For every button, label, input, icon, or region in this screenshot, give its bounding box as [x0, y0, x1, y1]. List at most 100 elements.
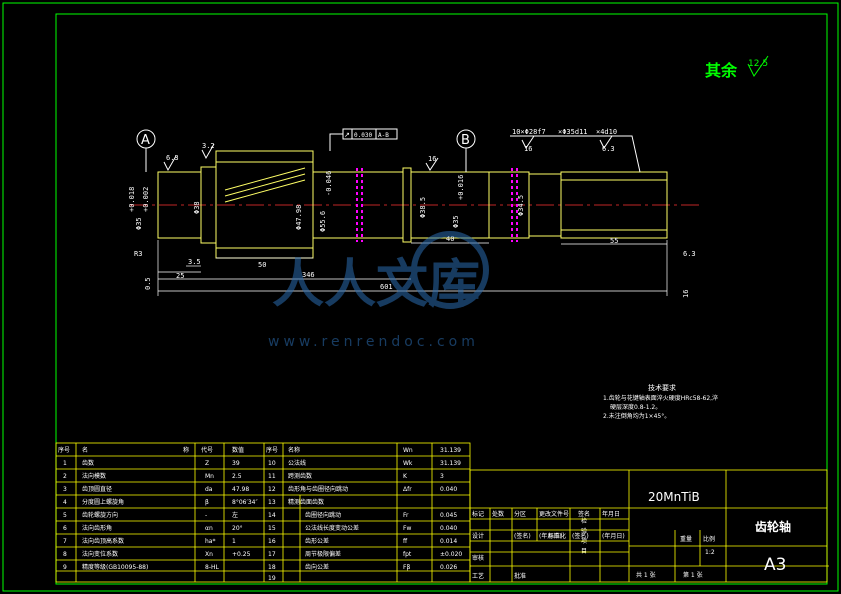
param-left-cell: 左 [232, 511, 238, 519]
param-left-cell: Mn [205, 473, 214, 480]
dim-lines [157, 240, 668, 296]
param-right-cell: fpt [403, 551, 412, 558]
param-table [55, 442, 471, 583]
datum-a: A [136, 129, 156, 172]
param-right-cell: ±0.020 [440, 551, 462, 558]
svg-text:6.3: 6.3 [166, 154, 179, 162]
svg-text:+0.016: +0.016 [457, 175, 465, 200]
param-left-cell: 法向齿顶高系数 [82, 537, 124, 545]
svg-text:16: 16 [682, 290, 690, 298]
svg-text:B: B [461, 133, 470, 148]
svg-text:31.139: 31.139 [440, 447, 461, 454]
param-left-cell: 1 [63, 460, 67, 467]
param-right-cell: 齿形角与齿圈径向跳动 [288, 485, 348, 493]
svg-text:A: A [141, 133, 150, 148]
svg-text:www.renrendoc.com: www.renrendoc.com [268, 334, 479, 350]
param-right-cell: Fr [403, 512, 409, 519]
tech-notes: 技术要求 1.齿轮与花键轴表面淬火硬度HRc58-62,淬 硬层深度0.8-1.… [603, 383, 718, 420]
svg-text:名称: 名称 [288, 446, 300, 454]
svg-text:序号: 序号 [266, 446, 278, 454]
param-right-cell: K [403, 473, 408, 480]
roughness-value: 12.5 [748, 59, 768, 69]
rough-ticks [163, 135, 613, 172]
spline-callout: 10×Φ28f7 ×Φ35d11 ×4d10 [510, 128, 641, 173]
param-right-cell: 精测齿面齿数 [288, 498, 324, 506]
svg-text:55: 55 [610, 237, 618, 245]
param-right-cell: 0.040 [440, 525, 457, 532]
svg-text:346: 346 [302, 271, 315, 279]
svg-text:Φ38: Φ38 [193, 201, 201, 214]
param-right-cell: Wk [403, 460, 413, 467]
param-right-cell: 10 [268, 460, 276, 467]
param-left-cell: 4 [63, 499, 67, 506]
param-right-cell: 公法线长度变动公差 [305, 524, 359, 532]
svg-text:设计: 设计 [472, 532, 484, 540]
inner-border [55, 13, 828, 585]
svg-text:代号: 代号 [201, 446, 213, 454]
param-right-cell: 15 [268, 525, 276, 532]
svg-text:(年月日): (年月日) [602, 532, 625, 540]
param-left-cell: 2 [63, 473, 67, 480]
param-left-cell: 齿顶圆直径 [82, 485, 112, 493]
param-left-cell: 9 [63, 564, 67, 571]
param-left-cell: 齿数 [82, 459, 94, 467]
param-left-cell: 2.5 [232, 473, 242, 480]
param-right-cell: 公法线 [288, 459, 306, 467]
svg-text:0.030: 0.030 [354, 132, 372, 139]
tolerance-frame: ↗ 0.030 A-B [329, 128, 398, 151]
title-block [469, 469, 829, 583]
param-right-cell: 周节极限偏差 [305, 550, 341, 558]
svg-text:↗: ↗ [344, 131, 350, 139]
param-left-cell: 6 [63, 525, 67, 532]
svg-text:Φ35: Φ35 [452, 215, 460, 228]
param-left-cell: 齿轮螺旋方向 [82, 511, 118, 519]
param-left-cell: Xn [205, 551, 213, 558]
svg-text:工艺: 工艺 [472, 572, 484, 580]
svg-text:3.2: 3.2 [202, 142, 215, 150]
param-left-cell: 精度等级(GB10095-88) [82, 563, 148, 571]
param-left-cell: 3 [63, 486, 67, 493]
svg-text:(签名): (签名) [514, 532, 531, 540]
param-left-cell: 47.98 [232, 486, 249, 493]
rev-cols: 标记 处数 分区 更改文件号 签名 年月日 设计 (签名) (年月日) 标准化 … [472, 510, 625, 580]
svg-text:40: 40 [446, 235, 454, 243]
svg-text:0.5: 0.5 [144, 277, 152, 290]
svg-text:标准化: 标准化 [548, 532, 566, 540]
svg-text:称: 称 [183, 446, 189, 454]
svg-text:审核: 审核 [472, 554, 484, 562]
param-right-cell: 16 [268, 538, 276, 545]
param-left-cell: 分度圆上螺旋角 [82, 498, 124, 506]
param-right-cell: 14 [268, 512, 276, 519]
svg-text:Φ35: Φ35 [135, 217, 143, 230]
svg-text:2.未注倒角均为1×45°。: 2.未注倒角均为1×45°。 [603, 412, 670, 420]
param-right-cell: 齿向公差 [305, 563, 329, 571]
svg-text:更改文件号: 更改文件号 [539, 510, 569, 518]
param-right-cell: 13 [268, 499, 276, 506]
svg-text:技术要求: 技术要求 [648, 383, 676, 392]
param-right-cell: Fβ [403, 564, 410, 571]
param-left-cell: - [205, 512, 207, 519]
svg-text:序号: 序号 [58, 446, 70, 454]
watermark: 人人文库 www.renrendoc.com [268, 231, 489, 350]
svg-text:10×Φ28f7: 10×Φ28f7 [512, 128, 546, 136]
param-right-cell: 31.139 [440, 460, 461, 467]
sheet-no: 第 1 张 [683, 571, 703, 579]
param-left-cell: αn [205, 525, 213, 532]
param-right-cell: 齿形公差 [305, 537, 329, 545]
svg-text:×Φ35d11: ×Φ35d11 [558, 128, 588, 136]
svg-text:Φ55.6: Φ55.6 [319, 211, 327, 232]
scale: 1:2 [705, 549, 715, 556]
svg-text:Wn: Wn [403, 447, 413, 454]
svg-text:(签名): (签名) [572, 532, 589, 540]
svg-text:R3: R3 [134, 250, 142, 258]
sheet-size: A3 [764, 555, 786, 575]
param-left-cell: 20° [232, 525, 243, 532]
svg-text:数值: 数值 [232, 446, 244, 454]
svg-text:6.3: 6.3 [683, 250, 696, 258]
param-left-cell: 39 [232, 460, 240, 467]
svg-text:硬层深度0.8-1.2。: 硬层深度0.8-1.2。 [610, 403, 661, 411]
